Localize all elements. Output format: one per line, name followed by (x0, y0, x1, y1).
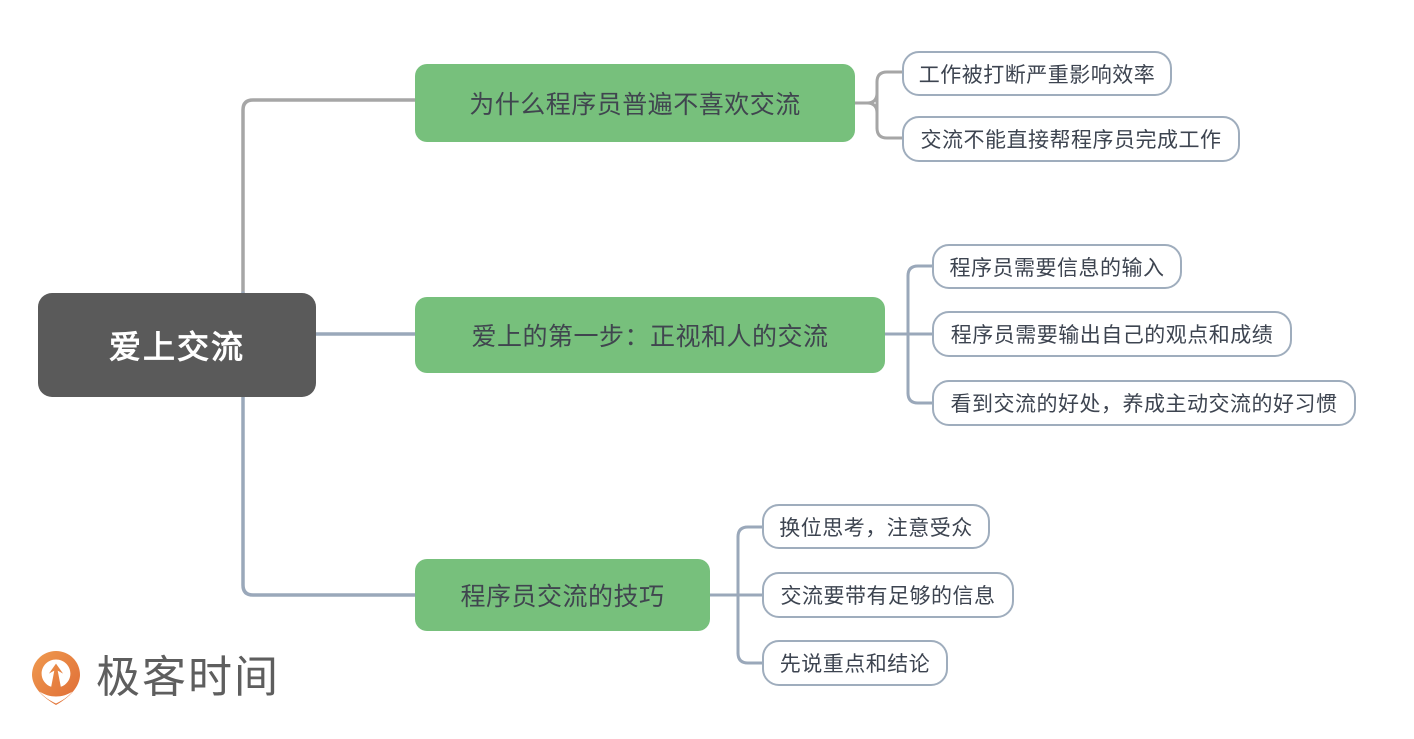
leaf-node-3-2[interactable]: 交流要带有足够的信息 (762, 572, 1014, 618)
branch-node-1[interactable]: 为什么程序员普遍不喜欢交流 (415, 64, 855, 142)
leaf-node-1-2[interactable]: 交流不能直接帮程序员完成工作 (902, 116, 1240, 162)
branch-node-3[interactable]: 程序员交流的技巧 (415, 559, 710, 631)
branch-node-2[interactable]: 爱上的第一步：正视和人的交流 (415, 297, 885, 373)
connector-branch-1-leaf-1 (875, 70, 904, 84)
connector-branch-3-leaf-3 (736, 651, 764, 665)
leaf-node-2-2[interactable]: 程序员需要输出自己的观点和成绩 (932, 311, 1292, 357)
connector-branch-2-leaf-1 (906, 264, 934, 278)
connector-branch-2-leaf-3 (906, 391, 934, 405)
geektime-pin-icon (32, 651, 80, 705)
leaf-node-3-1[interactable]: 换位思考，注意受众 (762, 504, 990, 549)
leaf-node-3-3[interactable]: 先说重点和结论 (762, 640, 948, 686)
connector-branch-3-leaf-1 (736, 525, 764, 539)
connector-root-to-branch-1 (241, 98, 417, 295)
connector-branch-1-joint (865, 92, 879, 114)
brand-name: 极客时间 (96, 653, 280, 702)
leaf-node-2-3[interactable]: 看到交流的好处，养成主动交流的好习惯 (932, 380, 1356, 426)
leaf-node-1-1[interactable]: 工作被打断严重影响效率 (902, 51, 1172, 96)
leaf-node-2-1[interactable]: 程序员需要信息的输入 (932, 244, 1182, 289)
brand-logo: 极客时间 (30, 650, 280, 706)
root-node[interactable]: 爱上交流 (38, 293, 316, 397)
connector-branch-1-leaf-2 (875, 126, 904, 140)
